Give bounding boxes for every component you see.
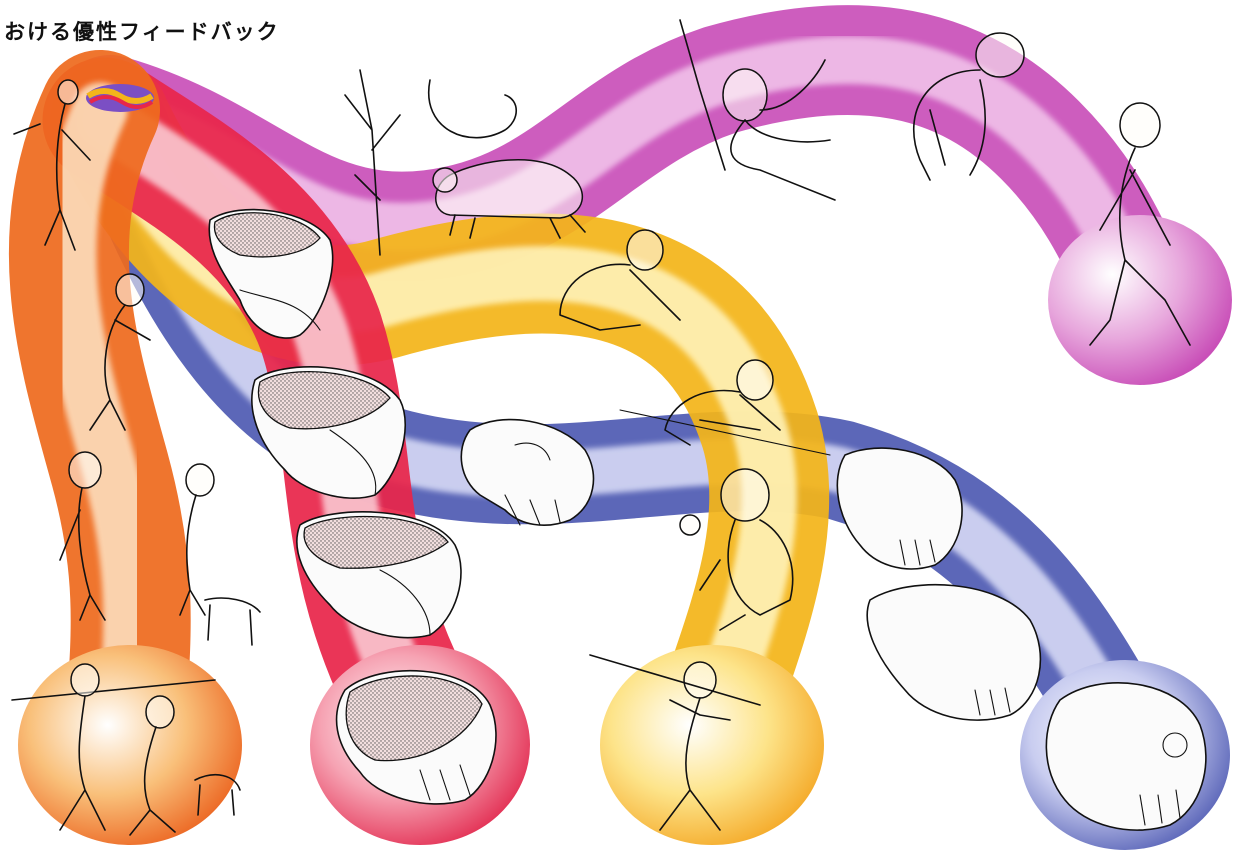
page-title: おける優性フィードバック (4, 16, 280, 46)
